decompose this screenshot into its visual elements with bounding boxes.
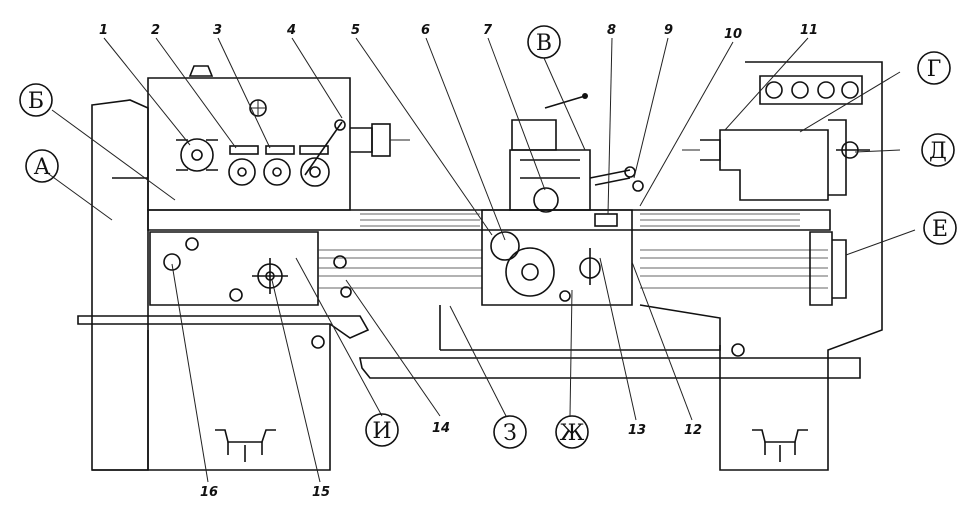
label-v: В — [527, 25, 561, 59]
label-11: 11 — [800, 23, 818, 38]
svg-text:А: А — [34, 155, 51, 180]
label-16: 16 — [200, 485, 218, 500]
label-14: 14 — [432, 421, 450, 436]
label-3: 3 — [213, 23, 222, 38]
tailstock — [719, 129, 829, 201]
svg-text:Ж: Ж — [560, 421, 585, 446]
svg-text:В: В — [536, 31, 552, 56]
chip-tray — [77, 315, 370, 339]
leader-lines — [45, 37, 916, 483]
right-pedestal — [719, 61, 883, 471]
label-4: 4 — [286, 23, 296, 38]
label-e: Е — [923, 211, 957, 245]
label-d: Д — [921, 133, 955, 167]
label-1: 1 — [99, 23, 108, 38]
lead-screw — [318, 249, 482, 289]
headstock — [147, 77, 351, 211]
label-i: И — [365, 413, 399, 447]
svg-text:Д: Д — [929, 139, 947, 164]
label-13: 13 — [628, 423, 646, 438]
svg-text:Б: Б — [28, 89, 44, 114]
svg-text:Г: Г — [927, 57, 942, 82]
svg-text:Е: Е — [932, 217, 948, 242]
label-b: Б — [19, 83, 53, 117]
carriage — [509, 149, 591, 211]
label-5: 5 — [351, 23, 360, 38]
label-9: 9 — [664, 23, 673, 38]
label-10: 10 — [724, 27, 742, 42]
label-6: 6 — [421, 23, 430, 38]
numbered-labels: 1 2 3 4 5 6 7 8 9 10 11 12 13 14 15 16 — [99, 23, 818, 500]
label-2: 2 — [151, 23, 160, 38]
label-g: Г — [917, 51, 951, 85]
label-8: 8 — [607, 23, 616, 38]
left-foot — [215, 429, 276, 443]
tool-post — [511, 119, 557, 151]
apron — [481, 209, 633, 306]
label-15: 15 — [312, 485, 330, 500]
lathe-machine-drawing — [77, 61, 883, 471]
feed-gearbox — [149, 231, 319, 306]
svg-text:И: И — [372, 419, 391, 444]
label-a: А — [25, 149, 59, 183]
letter-labels: А Б В Г Д Е Ж З — [19, 25, 957, 449]
left-pedestal — [91, 99, 149, 471]
svg-text:З: З — [503, 421, 517, 446]
label-7: 7 — [483, 23, 493, 38]
label-zh: Ж — [555, 415, 589, 449]
label-12: 12 — [684, 423, 702, 438]
label-z: З — [493, 415, 527, 449]
